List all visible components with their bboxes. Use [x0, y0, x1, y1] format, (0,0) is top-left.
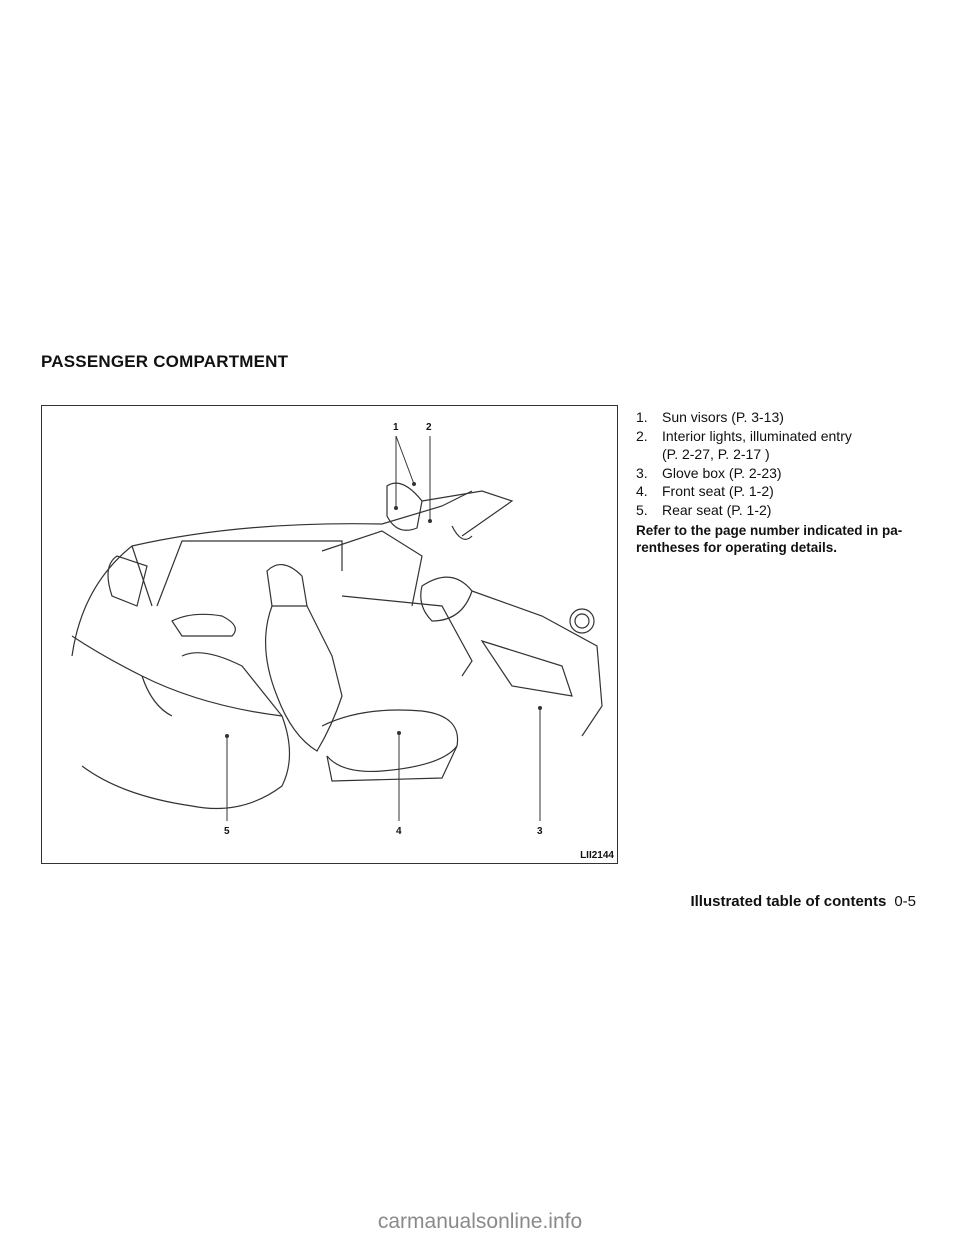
watermark[interactable]: carmanualsonline.info — [377, 1210, 583, 1233]
item-text: Rear seat (P. 1-2) — [662, 501, 772, 518]
list-item: 2. Interior lights, illuminated entry — [636, 427, 926, 446]
note-text: Refer to the page number indicated in pa… — [636, 523, 903, 555]
rear-headrest — [107, 555, 148, 607]
list-item: 3. Glove box (P. 2-23) — [636, 464, 926, 483]
passenger-compartment-illustration: 1 2 3 4 5 LII2144 — [41, 405, 618, 864]
item-number: 3. — [636, 464, 648, 481]
callout-5: 5 — [224, 826, 230, 837]
item-text: Sun visors (P. 3-13) — [662, 409, 784, 425]
component-list: 1. Sun visors (P. 3-13) 2. Interior lights… — [636, 408, 926, 556]
callout-2: 2 — [426, 422, 432, 433]
item-text: Interior lights, illuminated entry — [662, 427, 852, 444]
footer-section: Illustrated table of contents — [690, 893, 887, 910]
callout-3: 3 — [537, 826, 543, 837]
item-number: 5. — [636, 501, 648, 518]
item-number: 4. — [636, 483, 648, 499]
section-title: PASSENGER COMPARTMENT — [41, 352, 289, 371]
front-headrest — [266, 564, 308, 607]
list-item: 4. Front seat (P. 1-2) — [636, 482, 926, 501]
item-text: (P. 2-27, P. 2-17 ) — [662, 446, 770, 462]
callout-1: 1 — [393, 422, 399, 433]
item-number: 1. — [636, 409, 648, 425]
item-text: Glove box (P. 2-23) — [662, 464, 782, 481]
page-footer: Illustrated table of contents 0-5 — [690, 893, 916, 910]
glove-box — [480, 639, 573, 697]
sun-visor — [386, 482, 423, 531]
item-text: Front seat (P. 1-2) — [662, 483, 774, 499]
item-number: 2. — [636, 427, 648, 444]
car-interior-drawing — [71, 482, 603, 809]
page-number: 0-5 — [894, 893, 916, 910]
list-item: 1. Sun visors (P. 3-13) — [636, 408, 926, 427]
list-item: 5. Rear seat (P. 1-2) — [636, 501, 926, 520]
callout-leaders — [225, 435, 542, 821]
list-item-continuation: (P. 2-27, P. 2-17 ) — [636, 445, 926, 464]
steering-wheel — [420, 576, 473, 622]
figure-id: LII2144 — [580, 850, 614, 861]
callout-4: 4 — [396, 826, 402, 837]
